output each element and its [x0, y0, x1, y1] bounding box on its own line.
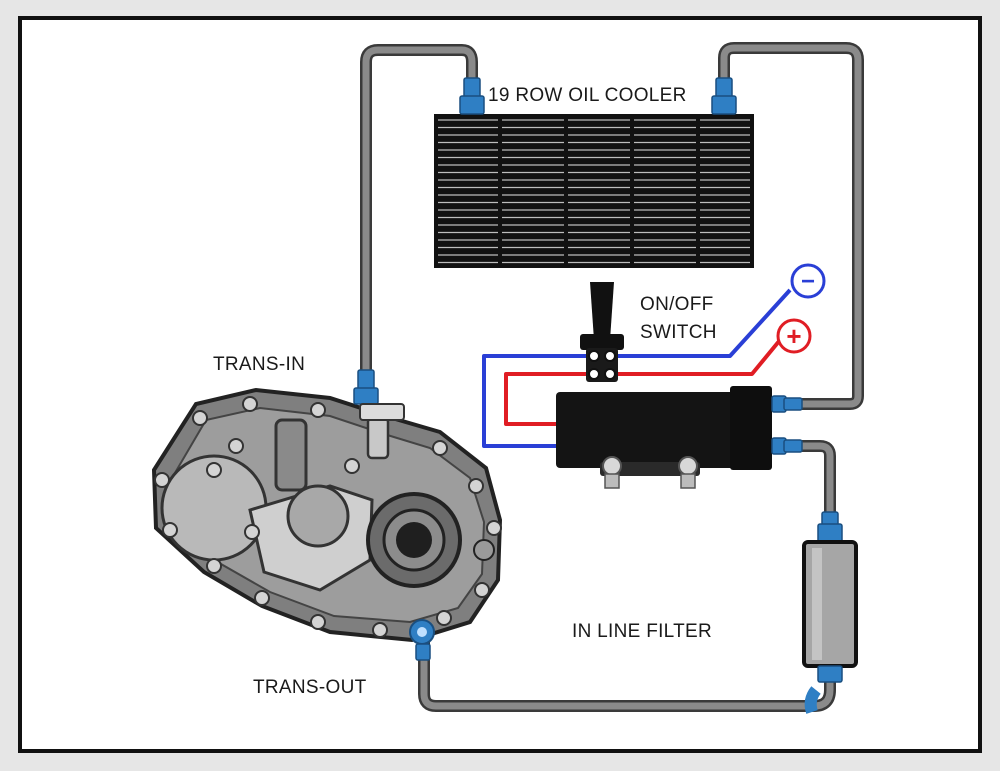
cooler-fitting-right [711, 77, 737, 115]
oil-cooler-label: 19 ROW OIL COOLER [488, 85, 687, 106]
in-line-filter-label: IN LINE FILTER [572, 621, 712, 642]
negative-terminal-ring [790, 263, 826, 299]
pump-bolt-left [602, 456, 622, 489]
wiring [482, 288, 792, 448]
filter-canister [802, 540, 858, 668]
trans-out-fitting [409, 619, 435, 661]
filter-fitting-bottom [817, 665, 843, 683]
negative-sign: − [801, 268, 815, 295]
case-bolt [192, 410, 208, 426]
oil-cooler-core [434, 114, 754, 268]
hose-lines [360, 42, 864, 712]
wire-negative-right [612, 288, 792, 358]
case-bolt [310, 402, 326, 418]
wire-positive-right [612, 338, 782, 376]
case-bolt [432, 440, 448, 456]
case-bolt [206, 462, 222, 478]
case-bolt [228, 438, 244, 454]
case-bolt [436, 610, 452, 626]
switch-terminal-2 [604, 350, 616, 362]
case-shift-tower [274, 418, 308, 492]
case-bolt [206, 558, 222, 574]
case-bolt [344, 458, 360, 474]
case-bolt [310, 614, 326, 630]
trans-in-label: TRANS-IN [213, 354, 305, 375]
case-bolt [486, 520, 502, 536]
case-bolt [254, 590, 270, 606]
switch-lever [590, 282, 614, 340]
pump-fitting-top [771, 395, 803, 413]
in-line-filter [802, 511, 858, 714]
pump-bracket [600, 462, 700, 476]
positive-sign: + [786, 321, 801, 351]
case-bolt [244, 524, 260, 540]
case-bolts [154, 396, 502, 638]
electric-pump [556, 386, 803, 489]
switch-label-line2: SWITCH [640, 322, 717, 343]
trans-out-label: TRANS-OUT [253, 677, 367, 698]
case-bolt [154, 472, 170, 488]
trans-in-port [366, 416, 390, 460]
switch-terminal-1 [588, 350, 600, 362]
positive-terminal-ring [776, 318, 812, 354]
output-bore [396, 522, 432, 558]
case-bolt [162, 522, 178, 538]
negative-terminal: − [790, 263, 826, 299]
wire-negative-left [482, 354, 592, 448]
pump-fitting-bottom [771, 437, 803, 455]
cooler-fitting-left [459, 77, 485, 115]
switch-label-line1: ON/OFF [640, 294, 714, 315]
switch-collar [580, 334, 624, 350]
case-bolt [468, 478, 484, 494]
oil-cooler [434, 77, 754, 268]
pump-body [556, 392, 740, 468]
trans-in-fitting [353, 369, 405, 421]
case-bolt [372, 622, 388, 638]
case-bolt [474, 582, 490, 598]
switch-terminal-3 [588, 368, 600, 380]
transfer-case [151, 387, 503, 643]
on-off-switch [580, 282, 624, 382]
case-bolt [242, 396, 258, 412]
pump-head [730, 386, 772, 470]
wire-positive-left [504, 372, 592, 426]
switch-terminal-4 [604, 368, 616, 380]
pump-bolt-right [678, 456, 698, 489]
positive-terminal: + [776, 318, 812, 354]
